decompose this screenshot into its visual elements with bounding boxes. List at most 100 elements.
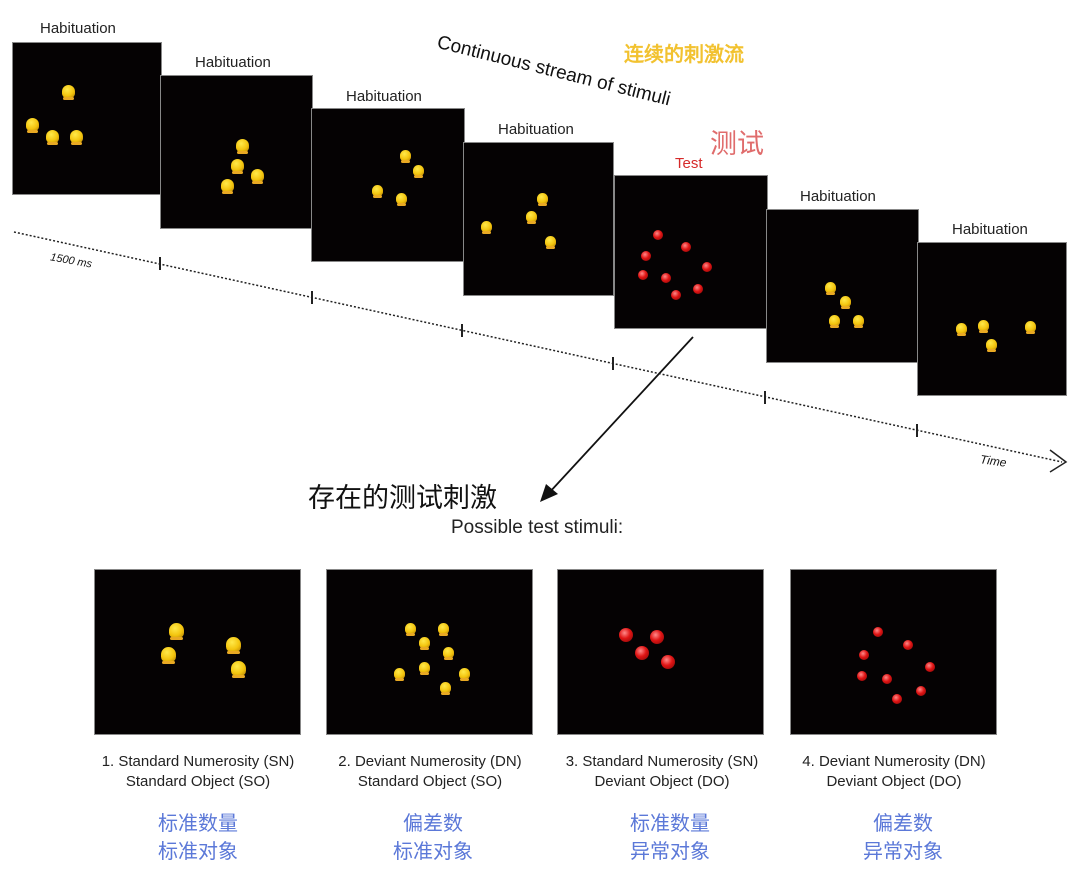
condition-caption-3: 3. Standard Numerosity (SN) Deviant Obje… xyxy=(542,752,782,792)
frame-label-6: Habituation xyxy=(800,188,876,205)
red-ball-icon xyxy=(892,694,902,704)
duck-icon xyxy=(236,139,249,154)
duck-icon xyxy=(231,159,244,174)
duck-icon xyxy=(840,296,851,309)
duck-icon xyxy=(251,169,264,184)
timeline-axis xyxy=(13,231,1063,463)
frame-label-2: Habituation xyxy=(195,54,271,71)
condition-4-cn2: 异常对象 xyxy=(863,841,943,863)
condition-caption-1: 1. Standard Numerosity (SN) Standard Obj… xyxy=(78,752,318,792)
duck-icon xyxy=(545,236,556,249)
condition-caption-cn-4: 偏差数 异常对象 xyxy=(783,810,1023,866)
condition-3-line2: Deviant Object (DO) xyxy=(594,773,730,790)
condition-2-cn2: 标准对象 xyxy=(393,841,473,863)
red-ball-icon xyxy=(671,290,681,300)
frame-label-1: Habituation xyxy=(40,20,116,37)
duck-icon xyxy=(62,85,75,100)
arrowhead-icon xyxy=(540,484,558,502)
duck-icon xyxy=(1025,321,1036,334)
duck-icon xyxy=(46,130,59,145)
condition-panel-3 xyxy=(557,569,764,735)
condition-caption-cn-1: 标准数量 标准对象 xyxy=(78,810,318,866)
habituation-frame-2 xyxy=(160,75,313,229)
red-ball-icon xyxy=(916,686,926,696)
duck-icon xyxy=(853,315,864,328)
duck-icon xyxy=(413,165,424,178)
duck-icon xyxy=(419,662,430,675)
condition-panel-1 xyxy=(94,569,301,735)
condition-1-cn2: 标准对象 xyxy=(158,841,238,863)
condition-1-line2: Standard Object (SO) xyxy=(125,773,271,790)
condition-caption-4: 4. Deviant Numerosity (DN) Deviant Objec… xyxy=(774,752,1014,792)
red-ball-icon xyxy=(661,655,675,669)
condition-4-line1: 4. Deviant Numerosity (DN) xyxy=(802,753,986,770)
duck-icon xyxy=(986,339,997,352)
condition-2-cn1: 偏差数 xyxy=(403,813,463,835)
timeline-ticks xyxy=(159,257,918,437)
condition-panel-2 xyxy=(326,569,533,735)
duck-icon xyxy=(956,323,967,336)
duck-icon xyxy=(537,193,548,206)
red-ball-icon xyxy=(681,242,691,252)
time-arrowhead-icon xyxy=(1049,449,1068,473)
frame-label-7: Habituation xyxy=(952,221,1028,238)
duck-icon xyxy=(438,623,449,636)
red-ball-icon xyxy=(859,650,869,660)
frame-label-test: Test xyxy=(675,155,703,172)
duck-icon xyxy=(978,320,989,333)
duck-icon xyxy=(405,623,416,636)
duck-icon xyxy=(825,282,836,295)
possible-stimuli-title: Possible test stimuli: xyxy=(451,517,624,538)
condition-3-line1: 3. Standard Numerosity (SN) xyxy=(565,753,759,770)
habituation-frame-6 xyxy=(766,209,919,363)
duck-icon xyxy=(26,118,39,133)
duck-icon xyxy=(419,637,430,650)
duck-icon xyxy=(829,315,840,328)
red-ball-icon xyxy=(638,270,648,280)
red-ball-icon xyxy=(903,640,913,650)
condition-caption-2: 2. Deviant Numerosity (DN) Standard Obje… xyxy=(310,752,550,792)
condition-4-line2: Deviant Object (DO) xyxy=(826,773,962,790)
stream-title-cn: 连续的刺激流 xyxy=(624,44,744,66)
red-ball-icon xyxy=(702,262,712,272)
duck-icon xyxy=(221,179,234,194)
red-ball-icon xyxy=(882,674,892,684)
red-ball-icon xyxy=(641,251,651,261)
habituation-frame-1 xyxy=(12,42,162,195)
condition-3-cn2: 异常对象 xyxy=(630,841,710,863)
red-ball-icon xyxy=(650,630,664,644)
duck-icon xyxy=(394,668,405,681)
red-ball-icon xyxy=(857,671,867,681)
habituation-frame-7 xyxy=(917,242,1067,396)
red-ball-icon xyxy=(653,230,663,240)
possible-stimuli-title-cn: 存在的测试刺激 xyxy=(308,483,497,513)
duck-icon xyxy=(396,193,407,206)
condition-2-line2: Standard Object (SO) xyxy=(357,773,503,790)
condition-caption-cn-3: 标准数量 异常对象 xyxy=(550,810,790,866)
frame-label-3: Habituation xyxy=(346,88,422,105)
duck-icon xyxy=(372,185,383,198)
red-ball-icon xyxy=(873,627,883,637)
condition-4-cn1: 偏差数 xyxy=(873,813,933,835)
condition-3-cn1: 标准数量 xyxy=(630,813,710,835)
test-label-cn: 测试 xyxy=(710,129,764,159)
condition-2-line1: 2. Deviant Numerosity (DN) xyxy=(338,753,522,770)
duck-icon xyxy=(526,211,537,224)
condition-panel-4 xyxy=(790,569,997,735)
duck-icon xyxy=(169,623,184,640)
test-to-possible-arrow xyxy=(547,336,694,495)
duck-icon xyxy=(231,661,246,678)
condition-1-line1: 1. Standard Numerosity (SN) xyxy=(101,753,295,770)
red-ball-icon xyxy=(693,284,703,294)
duck-icon xyxy=(400,150,411,163)
habituation-frame-3 xyxy=(311,108,465,262)
test-frame xyxy=(614,175,768,329)
red-ball-icon xyxy=(619,628,633,642)
red-ball-icon xyxy=(925,662,935,672)
condition-1-cn1: 标准数量 xyxy=(158,813,238,835)
duck-icon xyxy=(443,647,454,660)
red-ball-icon xyxy=(635,646,649,660)
duck-icon xyxy=(481,221,492,234)
habituation-frame-4 xyxy=(463,142,614,296)
